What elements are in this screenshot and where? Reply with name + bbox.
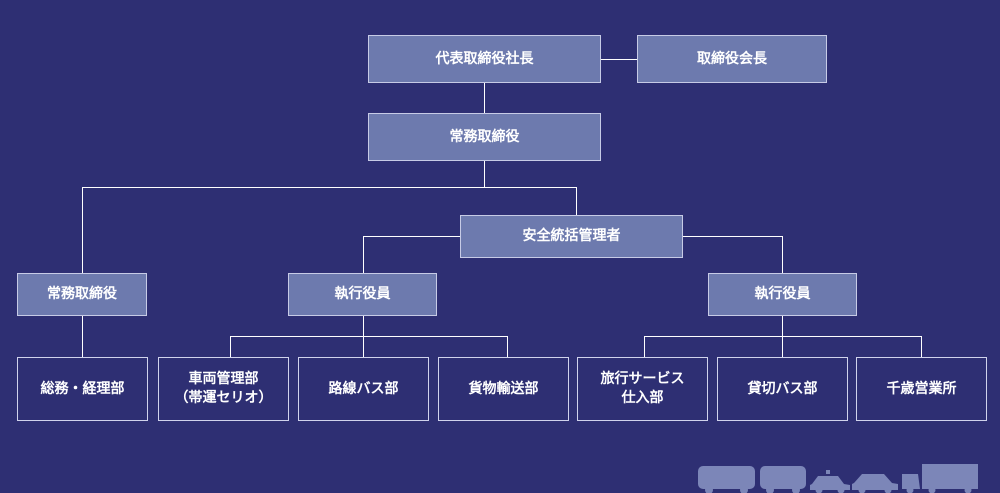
node-executive-officer-right: 執行役員	[708, 273, 857, 316]
connector-right-down	[782, 316, 783, 337]
node-vehicle-management-sublabel: （帯運セリオ）	[174, 390, 273, 406]
connector-mid-to-route	[363, 336, 364, 357]
connector-right-horizontal	[644, 336, 922, 337]
connector-right-to-travel	[644, 336, 645, 357]
node-safety-manager-label: 安全統括管理者	[522, 228, 621, 245]
connector-president-managing	[484, 83, 485, 113]
connector-right-to-chitose	[921, 336, 922, 357]
node-managing-director-top-label: 常務取締役	[449, 128, 520, 145]
node-route-bus: 路線バス部	[298, 357, 429, 421]
connector-horizontal-top	[82, 187, 577, 188]
connector-safety-left	[363, 236, 460, 237]
truck-icon	[902, 464, 978, 493]
connector-safety-left-down	[363, 236, 364, 273]
connector-mid-to-vehicle	[230, 336, 231, 357]
node-president-label: 代表取締役社長	[435, 50, 534, 67]
node-chairman-label: 取締役会長	[697, 50, 767, 67]
node-managing-director-left: 常務取締役	[17, 273, 147, 316]
connector-to-safety	[576, 187, 577, 215]
taxi-icon	[810, 470, 850, 493]
node-managing-director-top: 常務取締役	[368, 113, 601, 161]
connector-mid-to-freight	[507, 336, 508, 357]
connector-managing-down	[484, 161, 485, 188]
node-charter-bus: 貸切バス部	[717, 357, 848, 421]
node-route-bus-label: 路線バス部	[328, 380, 399, 397]
bus-icon	[760, 466, 806, 493]
node-chitose-label: 千歳営業所	[886, 380, 957, 397]
node-managing-director-left-label: 常務取締役	[47, 286, 117, 303]
node-president: 代表取締役社長	[368, 35, 601, 83]
connector-right-to-charter	[782, 336, 783, 357]
node-executive-officer-middle: 執行役員	[288, 273, 437, 316]
node-vehicle-management: 車両管理部 （帯運セリオ）	[158, 357, 289, 421]
node-travel-service: 旅行サービス 仕入部	[577, 357, 708, 421]
node-freight-label: 貨物輸送部	[468, 380, 539, 397]
connector-left-branch	[82, 187, 83, 273]
connector-safety-right	[683, 236, 783, 237]
connector-safety-right-down	[782, 236, 783, 273]
node-general-affairs: 総務・経理部	[17, 357, 148, 421]
car-icon	[852, 474, 898, 493]
connector-mid-horizontal	[230, 336, 508, 337]
node-safety-manager: 安全統括管理者	[460, 215, 683, 258]
node-vehicle-management-label: 車両管理部	[188, 371, 259, 388]
node-executive-officer-middle-label: 執行役員	[334, 286, 391, 303]
connector-left-to-general	[82, 316, 83, 357]
node-general-affairs-label: 総務・経理部	[40, 380, 125, 397]
node-travel-service-label: 旅行サービス	[600, 371, 685, 388]
node-travel-service-sublabel: 仕入部	[621, 390, 664, 406]
connector-mid-down	[363, 316, 364, 337]
node-chitose: 千歳営業所	[856, 357, 987, 421]
node-charter-bus-label: 貸切バス部	[747, 380, 818, 397]
bus-icon	[698, 466, 755, 493]
node-executive-officer-right-label: 執行役員	[754, 286, 811, 303]
node-chairman: 取締役会長	[637, 35, 827, 83]
connector-president-chairman	[601, 59, 637, 60]
node-freight: 貨物輸送部	[438, 357, 569, 421]
